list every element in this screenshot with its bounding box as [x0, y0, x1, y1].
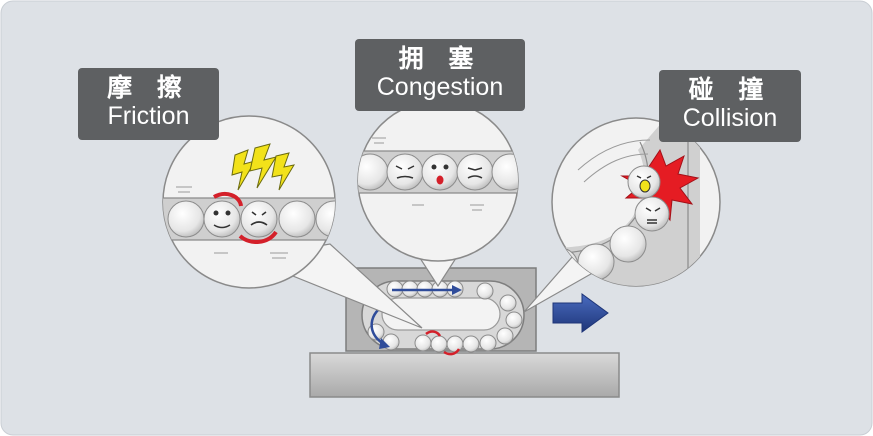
collision-label-en: Collision	[682, 104, 778, 132]
track-friction-mark	[443, 348, 461, 356]
base-rail	[309, 352, 620, 398]
friction-arc	[238, 230, 278, 244]
track-ball	[499, 294, 517, 312]
friction-label-en: Friction	[107, 102, 190, 130]
track-ball	[479, 334, 497, 352]
track-ball	[414, 334, 432, 352]
friction-label-cjk: 摩 擦	[107, 73, 190, 102]
friction-label: 摩 擦 Friction	[78, 68, 219, 140]
track-friction-mark	[425, 330, 442, 337]
lightning-icon	[231, 143, 296, 191]
track-ball	[430, 335, 448, 353]
congestion-label: 拥 塞 Congestion	[355, 39, 525, 111]
track-ball	[462, 335, 480, 353]
track-ball	[505, 311, 523, 329]
collision-label-cjk: 碰 撞	[688, 75, 772, 104]
track-ball	[496, 327, 514, 345]
flow-arrowhead-top	[452, 285, 462, 295]
congestion-label-en: Congestion	[376, 73, 504, 101]
track-ball	[446, 335, 464, 353]
collision-label: 碰 撞 Collision	[659, 70, 801, 142]
friction-arc	[212, 192, 243, 207]
friction-magnifier	[162, 115, 336, 289]
movement-arrow-icon	[552, 293, 609, 333]
track-ball	[476, 282, 494, 300]
congestion-label-cjk: 拥 塞	[398, 44, 482, 73]
congestion-magnifier	[357, 100, 519, 262]
flow-arrowhead-left	[379, 338, 390, 349]
